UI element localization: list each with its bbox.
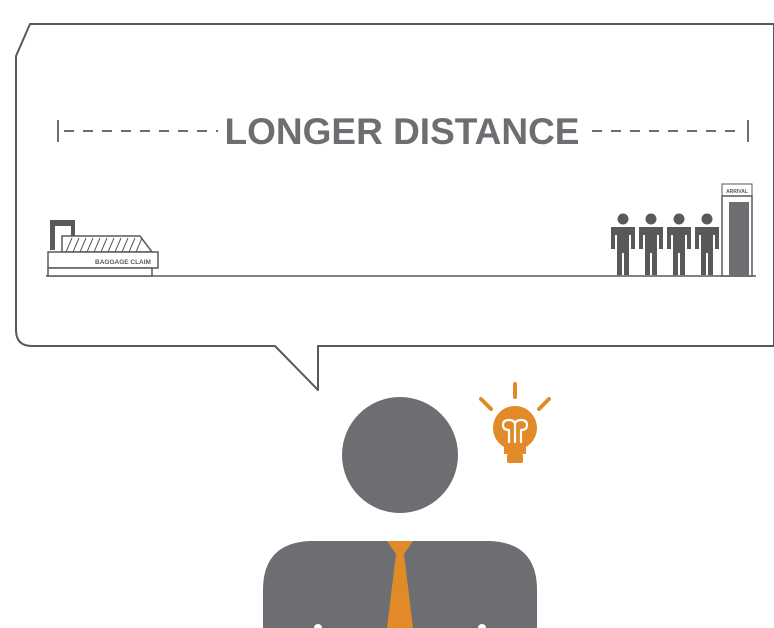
person-figure-head (674, 214, 685, 225)
lightbulb-ray-left (481, 399, 491, 409)
lightbulb-icon (481, 384, 549, 463)
person-figure-head (646, 214, 657, 225)
lightbulb-base (507, 454, 523, 463)
distance-heading: LONGER DISTANCE (225, 111, 580, 152)
arrival-gate: ARRIVAL (722, 184, 752, 276)
lightbulb-ray-right (539, 399, 549, 409)
person-head (342, 397, 458, 513)
person-figure-head (618, 214, 629, 225)
carousel-foot (48, 268, 152, 276)
person-figure-head (702, 214, 713, 225)
baggage-claim-label: BAGGAGE CLAIM (95, 259, 151, 266)
arrival-door (729, 202, 749, 276)
arrival-label: ARRIVAL (726, 189, 748, 195)
speech-bubble (16, 24, 774, 390)
